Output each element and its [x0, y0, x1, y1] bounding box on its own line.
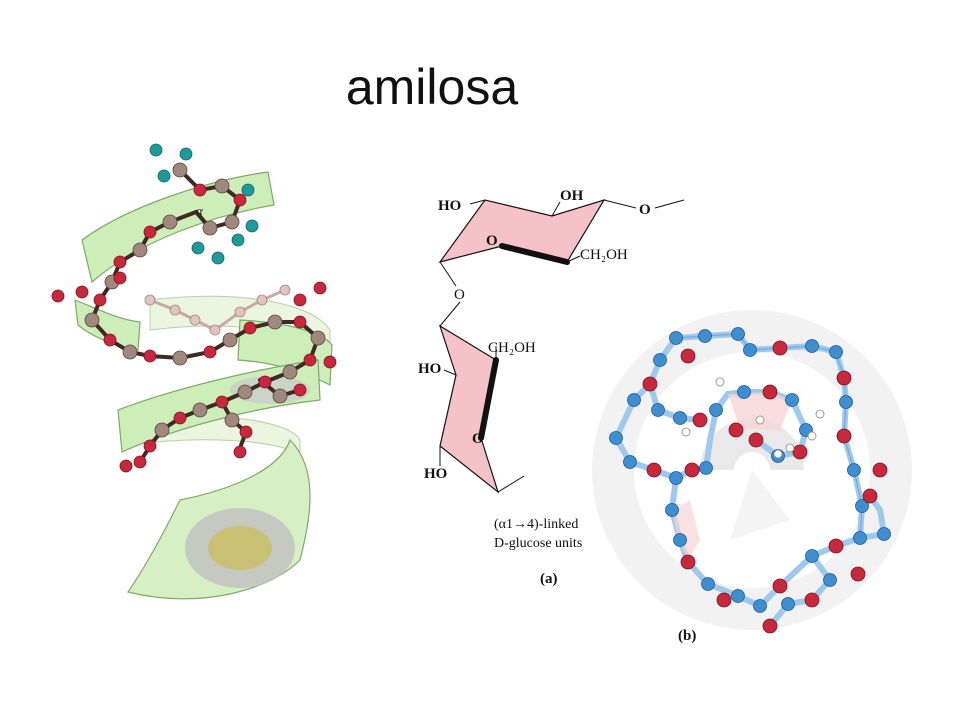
- label-link-o-top: O: [639, 202, 651, 218]
- ring-highlight: [728, 392, 792, 430]
- ring-highlight: [672, 500, 700, 560]
- slide-title: amilosa: [345, 59, 519, 115]
- teal-atoms: [149, 143, 259, 265]
- bond-link-o: [603, 199, 637, 209]
- panel-b-helix-model: (b): [592, 310, 912, 644]
- label-ch2oh-bottom: CH₂OH: [488, 340, 536, 356]
- caption-linkage: (α1→4)-linked: [494, 517, 578, 532]
- caption-glucose-units: D-glucose units: [494, 536, 582, 551]
- helix-ribbon: [74, 299, 141, 351]
- label-ring-o-top: O: [486, 233, 498, 249]
- bond-ho-upper: [443, 369, 457, 376]
- ring-bond-bold: [499, 243, 570, 265]
- bond-chain-right: [654, 199, 685, 209]
- label-ho-top: HO: [438, 198, 461, 214]
- helix-b-hydrogen-atoms: [681, 377, 825, 459]
- ring-bond-bold: [478, 357, 499, 441]
- oxygen-atoms: [51, 183, 337, 473]
- bond-glycosidic-down: [439, 301, 461, 327]
- label-ring-o-bottom: O: [472, 431, 484, 447]
- bond-glycosidic-up: [439, 261, 457, 287]
- bond-chain-bottom: [497, 475, 525, 493]
- helix-b-carbon-atoms: [609, 327, 891, 613]
- panel-a-label: (a): [540, 571, 558, 587]
- carbon-atoms: [84, 162, 326, 438]
- inner-atoms: [144, 284, 291, 336]
- label-ho-upper: HO: [418, 361, 441, 377]
- bond-ch2oh-top: [566, 255, 581, 263]
- helix-ribbon-highlight: [208, 526, 272, 570]
- bond-ho-top: [469, 199, 486, 205]
- label-glycosidic-o: O: [454, 287, 465, 303]
- label-ch2oh-top: CH₂OH: [580, 247, 628, 263]
- helix-b-oxygen-atoms: [642, 340, 888, 634]
- label-oh-top: OH: [560, 188, 584, 204]
- panel-a-structure: HO OH O O CH₂OH O CH₂OH HO O HO (α1→4)-l…: [418, 188, 685, 587]
- amylose-helix-model: α: [51, 143, 337, 600]
- alpha-label: α: [196, 203, 204, 218]
- panel-b-label: (b): [678, 628, 696, 644]
- bond-oh: [551, 201, 561, 217]
- helix-shadow-wedge: [730, 470, 790, 540]
- label-ho-lower: HO: [424, 466, 447, 482]
